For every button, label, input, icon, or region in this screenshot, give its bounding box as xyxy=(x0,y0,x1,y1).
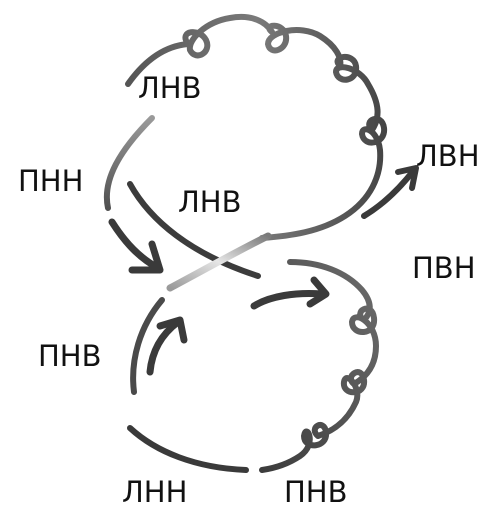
bottom-left-arc xyxy=(127,425,249,473)
arrow-pnv-head xyxy=(156,316,188,344)
arrow-lvn-head xyxy=(395,165,419,191)
arrow-inner-head xyxy=(306,276,330,308)
crossing-stroke xyxy=(166,232,272,292)
left-upper-arc xyxy=(103,115,155,211)
label-right-lvn: ЛВН xyxy=(416,139,480,173)
arrow-pnn-head xyxy=(128,240,164,274)
label-top-lnv: ЛНВ xyxy=(138,71,202,105)
label-center-lnv: ЛНВ xyxy=(178,185,242,219)
label-left-pnv: ПНВ xyxy=(38,339,102,373)
arrow-pnv-shaft xyxy=(146,318,182,376)
top-loop-stroke xyxy=(125,14,388,241)
label-bottom-pnv: ПНВ xyxy=(284,475,348,509)
label-right-pvn: ПВН xyxy=(412,251,476,285)
label-bottom-lnn: ЛНН xyxy=(122,475,187,509)
center-arc xyxy=(127,181,261,279)
arrow-lvn-shaft xyxy=(361,167,417,219)
bottom-loop-stroke xyxy=(259,259,379,473)
label-left-pnn: ПНН xyxy=(18,164,83,198)
left-lower-arc xyxy=(130,297,165,395)
arrow-pnn-shaft xyxy=(108,218,162,272)
arrow-inner-shaft xyxy=(250,290,326,310)
